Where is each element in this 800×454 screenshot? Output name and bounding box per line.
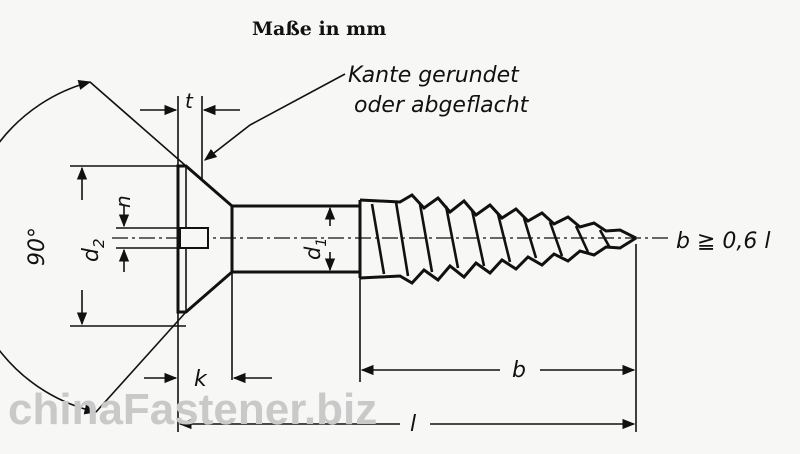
edge-note-line1: Kante gerundet bbox=[348, 63, 520, 88]
label-d1: d1 bbox=[301, 238, 330, 260]
slot bbox=[179, 227, 209, 249]
edge-note-line2: oder abgeflacht bbox=[354, 93, 530, 118]
screw-head bbox=[176, 164, 234, 314]
label-t: t bbox=[185, 89, 194, 113]
label-n: n bbox=[111, 195, 135, 208]
angle-arc bbox=[0, 80, 98, 415]
angle-label: 90° bbox=[25, 227, 50, 266]
dim-b bbox=[359, 244, 637, 432]
thread-length-formula: b ≧ 0,6 l bbox=[676, 229, 770, 254]
label-d2: d2 bbox=[79, 238, 108, 262]
shank bbox=[232, 200, 362, 278]
watermark: chinaFastener.biz bbox=[8, 385, 377, 434]
dim-k bbox=[144, 272, 272, 432]
angle-projection-bottom bbox=[95, 311, 187, 413]
dim-t bbox=[140, 96, 240, 180]
angle-projection-top bbox=[89, 81, 187, 167]
drawing-title: Maße in mm bbox=[252, 18, 386, 40]
dim-n bbox=[116, 206, 180, 272]
label-b: b bbox=[512, 358, 526, 383]
edge-note-leader bbox=[203, 73, 346, 161]
thread bbox=[359, 193, 637, 285]
dim-d2 bbox=[70, 165, 186, 327]
label-l: l bbox=[410, 412, 416, 437]
label-k: k bbox=[194, 367, 208, 392]
